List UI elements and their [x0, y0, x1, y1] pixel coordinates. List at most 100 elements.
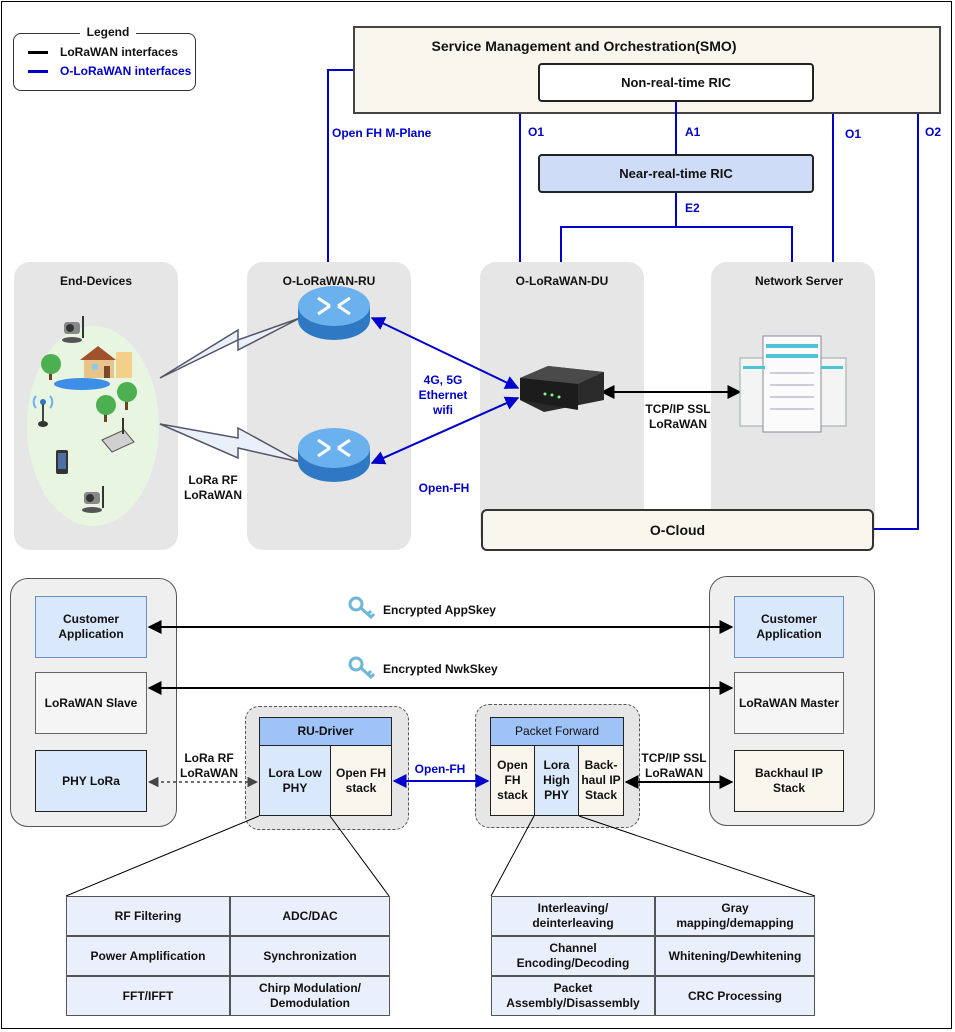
lorawan-master-label: LoRaWAN Master	[738, 695, 839, 710]
network-server-label: Network Server	[754, 274, 844, 288]
antenna-icon	[32, 395, 54, 427]
open-fh-label-top: Open-FH	[418, 481, 470, 495]
e2-line	[560, 193, 677, 262]
legend-line-lorawan	[28, 51, 48, 54]
radio-link-label-1: 4G, 5G	[423, 373, 463, 387]
ru-function-cell: FFT/IFFT	[66, 976, 230, 1016]
lora-low-phy-line1: Lora Low	[268, 765, 322, 780]
right-customer-app-line2: Application	[756, 627, 822, 641]
ru-du-link-top	[370, 317, 520, 389]
du-backhaul-stack-line2: haul IP	[581, 773, 621, 787]
router-icon-top	[298, 286, 370, 340]
key-icon-nwk	[348, 656, 376, 680]
lorawan-slave-label: LoRaWAN Slave	[44, 695, 138, 710]
lora-high-phy-box: Lora High PHY	[534, 745, 579, 816]
smo-title: Service Management and Orchestration(SMO…	[431, 38, 737, 54]
non-rt-ric-box: Non-real-time RIC	[538, 63, 814, 102]
tcpip-label-top-1: TCP/IP SSL	[645, 402, 711, 416]
du-funnel-right	[578, 815, 816, 897]
du-function-cell-text: Channel	[549, 941, 597, 955]
left-customer-app-line1: Customer	[62, 612, 119, 626]
phy-lora-box: PHY LoRa	[35, 750, 147, 812]
a1-label: A1	[685, 125, 701, 139]
house-icon	[80, 346, 132, 378]
o1-ns-label: O1	[845, 127, 862, 141]
router-icon-bottom	[298, 428, 370, 482]
lora-low-phy-line2: PHY	[282, 780, 308, 795]
ru-function-cell-text: Demodulation	[270, 996, 350, 1010]
lora-high-phy-line1: Lora	[543, 758, 570, 772]
e2-label: E2	[685, 201, 700, 215]
left-customer-app-box: Customer Application	[35, 596, 147, 658]
legend-box	[13, 33, 196, 91]
open-fh-label-bottom: Open-FH	[414, 762, 466, 776]
right-customer-app-line1: Customer	[760, 612, 817, 626]
ru-function-cell-text: ADC/DAC	[282, 908, 338, 923]
phone-icon	[56, 450, 68, 474]
du-function-cell-text: mapping/demapping	[676, 916, 794, 930]
server-icon	[739, 335, 847, 433]
near-rt-ric-label: Near-real-time RIC	[619, 166, 733, 181]
ru-function-cell-text: Synchronization	[263, 948, 357, 963]
o-cloud-label: O-Cloud	[649, 521, 706, 538]
ru-function-cell-text: Chirp Modulation/	[259, 981, 361, 995]
du-function-cell-text: Assembly/Disassembly	[506, 996, 640, 1010]
ru-funnel-right	[329, 815, 390, 897]
pond-icon	[54, 378, 110, 390]
ru-open-fh-stack-line1: Open FH	[336, 765, 386, 780]
tree-icon-1	[41, 354, 61, 380]
tcpip-label-top-2: LoRaWAN	[649, 417, 707, 431]
ru-function-cell: Synchronization	[230, 936, 390, 976]
legend-title: Legend	[80, 25, 136, 40]
du-function-cell-text: Whitening/Dewhitening	[668, 948, 802, 963]
end-devices-label: End-Devices	[59, 274, 133, 288]
encrypted-nwk-label: Encrypted NwkSkey	[383, 662, 498, 676]
du-backhaul-stack-box: Back- haul IP Stack	[578, 745, 624, 816]
left-customer-app-line2: Application	[58, 627, 124, 641]
non-rt-ric-label: Non-real-time RIC	[621, 75, 731, 90]
camera-icon-bottom	[82, 486, 104, 513]
du-open-fh-stack-line1: Open	[497, 758, 528, 772]
lorawan-slave-box: LoRaWAN Slave	[35, 672, 147, 734]
encrypted-app-label: Encrypted AppSkey	[383, 603, 496, 617]
du-backhaul-stack-line3: Stack	[584, 788, 618, 802]
ru-function-cell: Power Amplification	[66, 936, 230, 976]
o2-label: O2	[925, 125, 942, 139]
du-function-cell-text: Gray	[721, 901, 749, 915]
ru-du-link-bottom	[370, 396, 520, 465]
phy-lora-label: PHY LoRa	[62, 773, 120, 788]
du-label: O-LoRaWAN-DU	[515, 274, 609, 288]
du-function-cell: Whitening/Dewhitening	[655, 936, 815, 976]
gateway-box-icon	[520, 366, 604, 412]
radio-link-label-3: wifi	[433, 403, 453, 417]
e2-line-right	[676, 226, 793, 262]
ru-driver-title: RU-Driver	[297, 724, 354, 738]
ru-driver-title-box: RU-Driver	[259, 717, 392, 746]
ru-label: O-LoRaWAN-RU	[282, 274, 376, 288]
backhaul-stack-line2: Stack	[772, 781, 806, 795]
lora-low-phy-box: Lora Low PHY	[259, 745, 331, 816]
ru-function-cell-text: Power Amplification	[90, 948, 206, 963]
ru-function-cell: RF Filtering	[66, 896, 230, 936]
o1-du-label: O1	[528, 125, 545, 139]
lora-rf-label-bottom-1: LoRa RF	[184, 751, 234, 765]
tree-icon-3	[96, 395, 116, 422]
lora-rf-label-bottom-2: LoRaWAN	[180, 766, 238, 780]
lora-high-phy-line2: High	[543, 773, 570, 787]
lorawan-master-box: LoRaWAN Master	[734, 672, 844, 734]
near-rt-ric-box: Near-real-time RIC	[538, 154, 814, 193]
du-function-cell-text: Interleaving/	[537, 901, 609, 915]
right-customer-app-box: Customer Application	[734, 596, 844, 658]
mplane-label: Open FH M-Plane	[332, 126, 432, 140]
legend-line-olorawan	[28, 70, 48, 73]
legend-label-lorawan: LoRaWAN interfaces	[60, 45, 179, 59]
du-function-cell-text: Packet	[553, 981, 593, 995]
lora-rf-label-top-2: LoRaWAN	[184, 488, 242, 502]
du-backhaul-stack-line1: Back-	[584, 758, 618, 772]
tree-icon-2	[117, 382, 137, 410]
